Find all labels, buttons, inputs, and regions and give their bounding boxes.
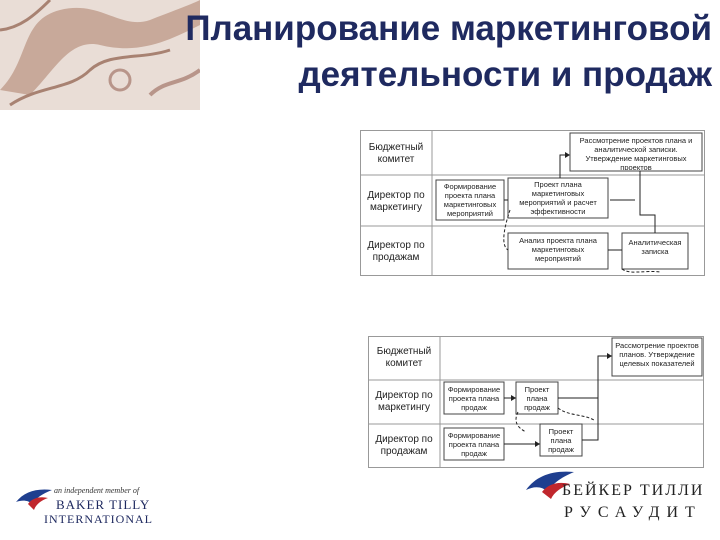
d2-role-budget-committee: Бюджетный комитет	[376, 346, 432, 369]
d1-box-formation: Формирование проекта плана маркетинговых…	[443, 182, 497, 218]
d1-role-sales-director: Директор по продажам	[367, 240, 425, 263]
d1-box-review: Рассмотрение проектов плана и аналитичес…	[579, 136, 693, 170]
d2-role-sales-director: Директор по продажам	[375, 434, 433, 457]
d2-box-mkt-project: Проект плана продаж	[524, 385, 550, 412]
decorative-corner-pattern	[0, 0, 200, 110]
title-line-1: Планирование маркетинговой	[185, 9, 712, 48]
title-line-2: деятельности и продаж	[298, 55, 712, 94]
bird-logo-icon-right	[526, 471, 574, 499]
d2-role-marketing-director: Директор по маркетингу	[375, 390, 433, 413]
diagram2-frame	[368, 336, 704, 468]
bird-logo-icon	[16, 489, 52, 510]
logo-tagline: an independent member of	[54, 486, 140, 495]
d2-box-sales-project: Проект плана продаж	[548, 427, 574, 454]
d1-role-marketing-director: Директор по маркетингу	[367, 190, 425, 213]
sales-plan-diagram: Бюджетный комитет Директор по маркетингу…	[368, 336, 704, 468]
marketing-plan-diagram: Бюджетный комитет Директор по маркетингу…	[360, 130, 705, 276]
d1-role-budget-committee: Бюджетный комитет	[368, 142, 424, 165]
d1-box-note: Аналитическая записка	[628, 238, 682, 256]
diagram1-frame	[360, 130, 705, 276]
logo-name-baker-tilly-ru: БЕЙКЕР ТИЛЛИ	[562, 482, 705, 499]
baker-tilly-international-logo: an independent member of BAKER TILLY INT…	[14, 480, 154, 530]
page-title: Планирование маркетинговой деятельности …	[0, 6, 712, 98]
d2-box-sales-formation: Формирование проекта плана продаж	[447, 431, 501, 458]
d2-box-mkt-formation: Формирование проекта плана продаж	[447, 385, 501, 412]
d1-box-analysis: Анализ проекта плана маркетинговых мероп…	[519, 236, 597, 263]
logo-name-international: INTERNATIONAL	[44, 512, 153, 526]
baker-tilly-rusaudit-logo: БЕЙКЕР ТИЛЛИ РУСАУДИТ	[520, 464, 720, 536]
d1-box-project: Проект плана маркетинговых мероприятий и…	[519, 180, 597, 216]
logo-name-baker-tilly: BAKER TILLY	[56, 497, 151, 512]
d2-box-review: Рассмотрение проектов планов. Утверждени…	[615, 341, 699, 368]
logo-name-rusaudit: РУСАУДИТ	[564, 504, 702, 521]
